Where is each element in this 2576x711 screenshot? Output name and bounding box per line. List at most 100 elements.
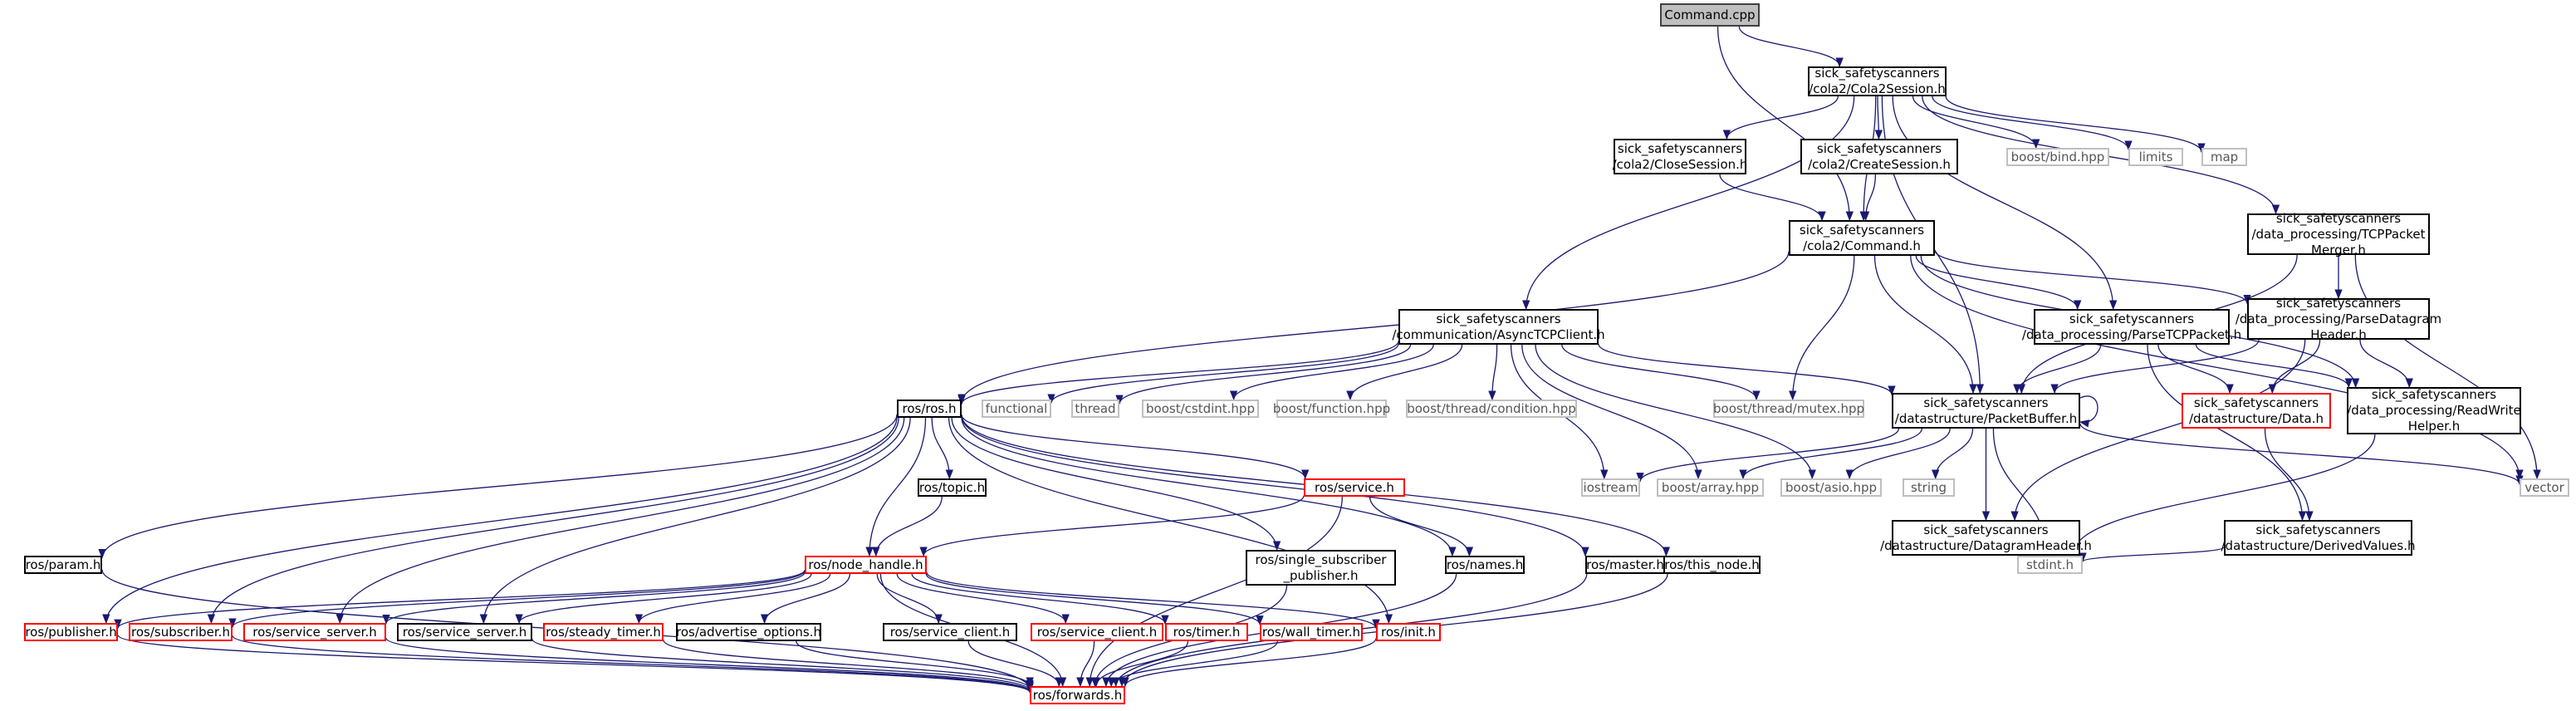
node-label-line: sick_safetyscanners <box>2255 522 2381 537</box>
node-advertise[interactable]: ros/advertise_options.h <box>676 623 821 641</box>
node-closesession[interactable]: sick_safetyscanners/cola2/CloseSession.h <box>1613 139 1747 174</box>
node-label-line: /data_processing/TCPPacket <box>2251 226 2426 242</box>
node-label-line: ros/param.h <box>25 557 101 572</box>
node-label-line: ros/topic.h <box>918 479 986 495</box>
edge-command_h-to-vector <box>1910 255 2524 480</box>
node-label-line: sick_safetyscanners <box>1923 522 2049 537</box>
node-rosnames[interactable]: ros/names.h <box>1445 556 1525 574</box>
node-serviceclient-red[interactable]: ros/service_client.h <box>1031 623 1163 641</box>
node-label-line: ros/publisher.h <box>25 624 117 640</box>
node-steadytimer[interactable]: ros/steady_timer.h <box>543 623 664 641</box>
node-serviceclient[interactable]: ros/service_client.h <box>883 623 1017 641</box>
edge-packetbuffer-to-vector <box>2079 423 2524 486</box>
node-publisher[interactable]: ros/publisher.h <box>24 623 118 641</box>
edge-command_cpp-to-cola2session <box>1738 26 1844 68</box>
node-init[interactable]: ros/init.h <box>1376 623 1441 641</box>
node-timer[interactable]: ros/timer.h <box>1165 623 1248 641</box>
node-servicesrv[interactable]: ros/service_server.h <box>397 623 532 641</box>
node-nodehandle[interactable]: ros/node_handle.h <box>805 556 927 574</box>
node-rosservice[interactable]: ros/service.h <box>1304 478 1405 497</box>
node-label-line: sick_safetyscanners <box>1814 66 1940 81</box>
edge-asynctcp-to-array <box>1521 344 1702 480</box>
node-derivedvalues[interactable]: sick_safetyscanners/datastructure/Derive… <box>2221 520 2416 556</box>
node-label-line: ros/subscriber.h <box>131 624 230 640</box>
node-label-line: ros/service_client.h <box>889 624 1011 640</box>
edge-cola2session-to-boostbind <box>1912 96 2040 150</box>
node-label-line: vector <box>2525 479 2564 495</box>
node-parsetcp[interactable]: sick_safetyscanners/data_processing/Pars… <box>2022 309 2241 345</box>
node-tcppacketmerger[interactable]: sick_safetyscanners/data_processing/TCPP… <box>2247 211 2430 257</box>
node-label-line: ros/master.h <box>1586 557 1664 572</box>
node-command-h[interactable]: sick_safetyscanners/cola2/Command.h <box>1789 220 1935 256</box>
edge-derivedvalues-to-stdint <box>2079 547 2225 563</box>
node-rosmaster[interactable]: ros/master.h <box>1585 556 1665 574</box>
node-cstdint: boost/cstdint.hpp <box>1142 400 1259 418</box>
edge-command_cpp-to-command_h <box>1717 26 1854 222</box>
node-rosparam[interactable]: ros/param.h <box>24 556 102 574</box>
node-label-line: ros/service_server.h <box>402 624 527 640</box>
node-label-line: Merger.h <box>2311 242 2366 257</box>
node-label-line: /data_processing/ReadWrite <box>2347 403 2521 418</box>
node-label-line: boost/thread/mutex.hpp <box>1713 400 1865 416</box>
edge-cola2session-to-asynctcp <box>1522 96 1855 311</box>
edge-command_h-to-mutex <box>1789 255 1855 401</box>
node-label-line: boost/function.hpp <box>1272 400 1391 416</box>
node-label-line: ros/wall_timer.h <box>1261 624 1361 640</box>
node-subscriber[interactable]: ros/subscriber.h <box>129 623 233 641</box>
node-packetbuffer[interactable]: sick_safetyscanners/datastructure/Packet… <box>1892 393 2080 429</box>
edge-packetbuffer-to-iostream <box>1636 428 1900 483</box>
node-singlesub[interactable]: ros/single_subscriber_publisher.h <box>1246 550 1396 586</box>
node-label-line: sick_safetyscanners <box>1617 140 1743 156</box>
node-cola2session[interactable]: sick_safetyscanners/cola2/Cola2Session.h <box>1808 66 1947 96</box>
node-mutex: boost/thread/mutex.hpp <box>1713 400 1864 418</box>
node-asynctcp[interactable]: sick_safetyscanners/communication/AsyncT… <box>1392 309 1605 345</box>
node-label-line: ros/ros.h <box>902 400 957 416</box>
edge-cola2session-to-map <box>1945 96 2206 154</box>
node-label-line: ros/service_server.h <box>252 624 377 640</box>
node-label-line: ros/service.h <box>1315 479 1394 495</box>
edge-nodehandle-to-publisher <box>114 569 806 630</box>
node-label-line: ros/init.h <box>1381 624 1436 640</box>
node-readwrite[interactable]: sick_safetyscanners/data_processing/Read… <box>2347 387 2521 434</box>
node-map: map <box>2201 148 2247 166</box>
edge-cola2session-to-parsetcp <box>1892 96 2118 311</box>
node-thread: thread <box>1071 400 1119 418</box>
node-rostopic[interactable]: ros/topic.h <box>918 478 987 497</box>
edge-rosservice-to-rosnames <box>1369 496 1474 557</box>
edge-asynctcp-to-condition <box>1488 344 1498 401</box>
node-createsession[interactable]: sick_safetyscanners/cola2/CreateSession.… <box>1800 139 1958 174</box>
node-label-line: /cola2/Command.h <box>1803 238 1921 253</box>
edge-advertise-to-forwards <box>796 640 1034 688</box>
node-thisnode[interactable]: ros/this_node.h <box>1663 556 1761 574</box>
edge-rosros-to-singlesub <box>951 417 1281 552</box>
node-parsedatagram[interactable]: sick_safetyscanners/data_processing/Pars… <box>2236 296 2441 342</box>
edge-parsetcp-to-packetbuffer <box>2013 344 2102 395</box>
edge-tcppacketmerger-to-vector <box>2354 254 2541 480</box>
edge-rosros-to-rosnames <box>961 417 1457 557</box>
node-boostbind: boost/bind.hpp <box>2006 148 2109 166</box>
node-rosros[interactable]: ros/ros.h <box>897 400 962 418</box>
edge-packetbuffer-to-packetbuffer <box>2079 395 2099 428</box>
edge-parsedatagram-to-readwrite <box>2359 339 2413 389</box>
node-label-line: /data_processing/ParseTCPPacket.h <box>2021 326 2242 342</box>
edge-nodehandle-to-servicesrv_red <box>382 571 806 625</box>
edge-asynctcp-to-functional <box>1047 343 1399 405</box>
node-iostream: iostream <box>1581 478 1640 497</box>
node-asio: boost/asio.hpp <box>1780 478 1882 497</box>
node-servicesrv-red[interactable]: ros/service_server.h <box>243 623 386 641</box>
node-label-line: /cola2/Cola2Session.h <box>1809 81 1946 96</box>
node-walltimer[interactable]: ros/wall_timer.h <box>1260 623 1363 641</box>
edge-packetbuffer-to-string <box>1932 428 1974 480</box>
node-stdint: stdint.h <box>2017 556 2083 574</box>
node-forwards[interactable]: ros/forwards.h <box>1030 686 1125 704</box>
node-datagramheader[interactable]: sick_safetyscanners/datastructure/Datagr… <box>1880 520 2092 556</box>
edge-rosros-to-publisher <box>102 417 898 625</box>
edge-cola2session-to-limits <box>1932 96 2133 151</box>
edge-rosros-to-rosmaster <box>961 415 1589 557</box>
edge-nodehandle-to-servicesrv <box>515 573 812 625</box>
edge-asynctcp-to-rosros <box>957 341 1399 405</box>
edge-asynctcp-to-thread <box>1115 344 1412 405</box>
node-data-h[interactable]: sick_safetyscanners/datastructure/Data.h <box>2182 393 2331 429</box>
node-label-line: sick_safetyscanners <box>2069 311 2195 326</box>
